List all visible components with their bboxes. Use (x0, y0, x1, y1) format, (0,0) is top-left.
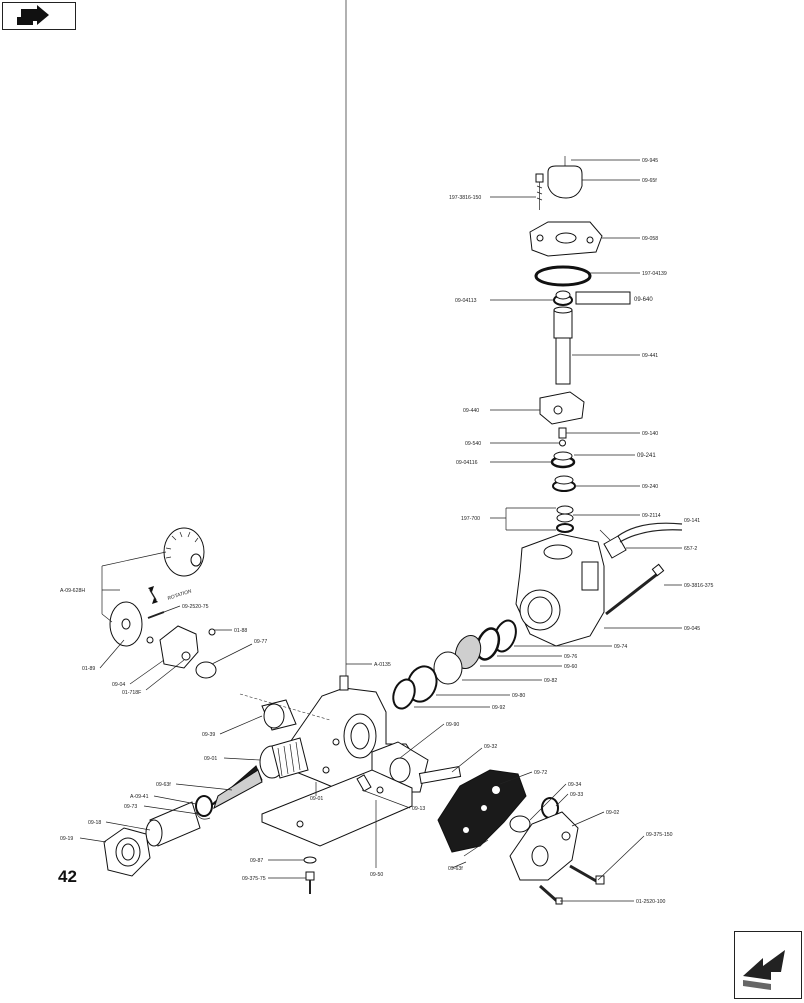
label-09-240: 09-240 (642, 484, 658, 490)
label-09-34: 09-34 (568, 782, 581, 788)
label-09-13: 09-13 (412, 806, 425, 812)
pump-cover (437, 769, 605, 905)
label-A-09-628H: A-09-628H (60, 588, 85, 594)
label-09-76: 09-76 (564, 654, 577, 660)
label-09-04: 09-04 (112, 682, 125, 688)
label-09-04113: 09-04113 (455, 298, 477, 304)
label-197-3816-150: 197-3816-150 (449, 195, 481, 201)
page-number: 42 (58, 867, 77, 886)
label-01-2520-100: 01-2520-100 (636, 899, 666, 905)
next-page-button[interactable] (734, 931, 802, 999)
label-09-2520-75: 09-2520-75 (182, 604, 209, 610)
label-01-88: 01-88 (234, 628, 247, 634)
label-09-82: 09-82 (544, 678, 557, 684)
label-09-73: 09-73 (124, 804, 137, 810)
label-09-63f-cover: 09-63f (448, 866, 463, 872)
label-09-74: 09-74 (614, 644, 627, 650)
label-197-700: 197-700 (461, 516, 480, 522)
label-09-19: 09-19 (60, 836, 73, 842)
label-09-440: 09-440 (463, 408, 479, 414)
leader-lines (79, 0, 682, 902)
label-197-04139: 197-04139 (642, 271, 667, 277)
label-09-60: 09-60 (564, 664, 577, 670)
upper-assembly (392, 156, 683, 710)
label-09-50: 09-50 (370, 872, 383, 878)
label-09-63f: 09-63f (156, 782, 171, 788)
label-01-718F: 01-718F (122, 690, 141, 696)
label-09-92: 09-92 (492, 705, 505, 711)
label-09-80: 09-80 (512, 693, 525, 699)
label-09-01: 09-01 (204, 756, 217, 762)
label-09-3816-375: 09-3816-375 (684, 583, 714, 589)
label-09-39: 09-39 (202, 732, 215, 738)
label-09-01-body: 09-01 (310, 796, 323, 802)
label-09-90: 09-90 (446, 722, 459, 728)
previous-page-button[interactable] (2, 2, 76, 30)
label-09-441: 09-441 (642, 353, 658, 359)
label-09-241: 09-241 (637, 453, 656, 459)
forward-arrow-icon (743, 950, 785, 990)
label-09-18: 09-18 (88, 820, 101, 826)
label-09-77: 09-77 (254, 639, 267, 645)
label-09-65f: 09-65f (642, 178, 657, 184)
label-09-32: 09-32 (484, 744, 497, 750)
label-09-045: 09-045 (684, 626, 700, 632)
label-09-945: 09-945 (642, 158, 658, 164)
label-09-2114: 09-2114 (642, 513, 661, 519)
part-labels: 09-945 09-65f 197-3816-150 09-058 197-04… (60, 158, 714, 905)
label-A-0135: A-0135 (374, 662, 391, 668)
label-09-140: 09-140 (642, 431, 658, 437)
label-09-04116: 09-04116 (456, 460, 478, 466)
main-body (103, 675, 462, 894)
label-09-640-top: 09-640 (634, 297, 653, 303)
rotation-note: ROTATION (167, 588, 193, 602)
label-09-33: 09-33 (570, 792, 583, 798)
label-09-540: 09-540 (465, 441, 481, 447)
label-09-02: 09-02 (606, 810, 619, 816)
label-657-2: 657-2 (684, 546, 697, 552)
left-assembly (109, 527, 217, 679)
label-09-375-150: 09-375-150 (646, 832, 673, 838)
label-01-89: 01-89 (82, 666, 95, 672)
label-09-141: 09-141 (684, 518, 700, 524)
label-09-72: 09-72 (534, 770, 547, 776)
back-arrow-icon (3, 3, 75, 29)
label-09-375-75: 09-375-75 (242, 876, 266, 882)
label-A-09-41: A-09-41 (130, 794, 149, 800)
label-09-87: 09-87 (250, 858, 263, 864)
label-09-058: 09-058 (642, 236, 658, 242)
